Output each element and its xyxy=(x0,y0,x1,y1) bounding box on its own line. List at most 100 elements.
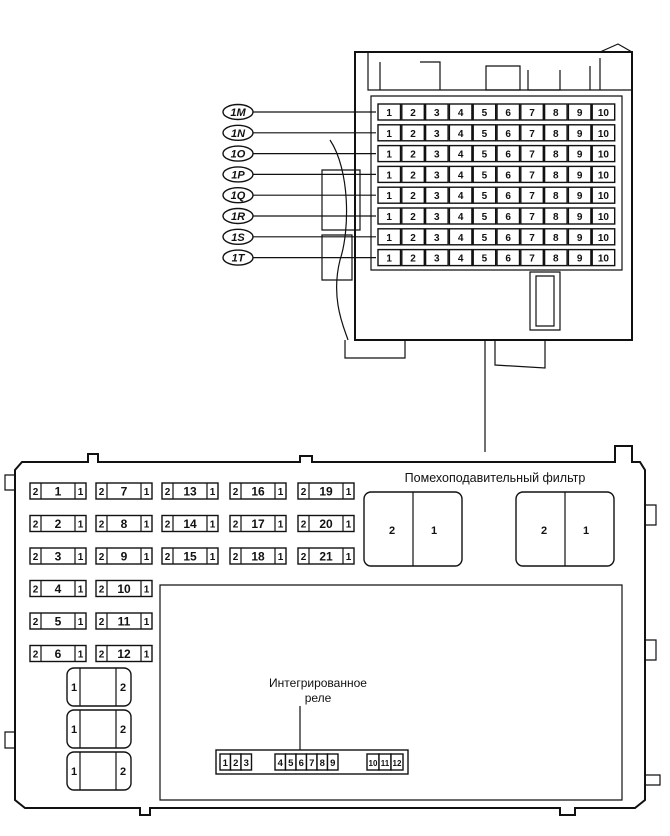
connector-pin-number: 10 xyxy=(598,254,610,265)
fuse-number: 3 xyxy=(55,550,62,564)
fuse-pin-right: 1 xyxy=(144,520,150,531)
fuse-body xyxy=(95,579,153,598)
fuse-body xyxy=(229,482,287,500)
fuse-body xyxy=(95,612,153,630)
filter-label: Помехоподавительный фильтр xyxy=(405,471,586,485)
connector-pin-number: 1 xyxy=(386,170,392,181)
connector-pin xyxy=(448,207,473,225)
connector-pin xyxy=(591,144,616,163)
relay-connector-pin xyxy=(240,753,253,771)
relay-connector-pin-number: 11 xyxy=(381,759,390,768)
connector-pin xyxy=(472,228,497,246)
fuse-pin-left: 2 xyxy=(165,552,171,563)
fuse-pin-right: 1 xyxy=(78,520,84,531)
connector-pin-number: 4 xyxy=(458,129,464,140)
connector-pin xyxy=(496,124,521,142)
relay-connector-pin-number: 7 xyxy=(309,758,314,769)
connector-label: 1Q xyxy=(231,190,246,202)
connector-pin-number: 8 xyxy=(553,108,559,119)
connector-pin xyxy=(377,165,402,184)
relay-connector-pin-number: 8 xyxy=(320,758,325,769)
relay-pin-right: 2 xyxy=(120,724,126,736)
connector-pin xyxy=(496,228,521,246)
connector-pin xyxy=(496,144,521,163)
connector-pin-number: 7 xyxy=(529,170,535,181)
connector-pin-number: 8 xyxy=(553,129,559,140)
fuse-body xyxy=(95,644,153,663)
relay-pin-right: 2 xyxy=(120,682,126,694)
connector-pin xyxy=(496,186,521,204)
connector-pin xyxy=(448,144,473,163)
fuse-body xyxy=(229,547,287,565)
connector-pin xyxy=(567,186,592,204)
connector-pin-number: 10 xyxy=(598,233,610,244)
connector-pin xyxy=(401,207,425,225)
fuse-body xyxy=(297,547,355,565)
relay-connector-pin-number: 9 xyxy=(330,758,335,769)
connector-pin xyxy=(520,165,544,184)
connector-pin xyxy=(472,248,497,267)
connector-pin xyxy=(520,186,544,204)
filter-pin: 1 xyxy=(583,525,589,537)
relay-connector-pin-number: 2 xyxy=(233,758,238,769)
connector-pin-number: 4 xyxy=(458,233,464,244)
connector-pin xyxy=(448,103,473,121)
relay-pin-left: 1 xyxy=(71,682,77,694)
fuse-pin-right: 1 xyxy=(78,552,84,563)
connector-pin xyxy=(520,124,544,142)
fuse-number: 16 xyxy=(251,485,265,499)
connector-pin-number: 8 xyxy=(553,254,559,265)
fuse-pin-right: 1 xyxy=(346,552,352,563)
connector-pin xyxy=(496,248,521,267)
connector-pin-number: 5 xyxy=(482,212,488,223)
relay-connector-pin-number: 5 xyxy=(288,758,294,769)
fuse-pin-left: 2 xyxy=(99,617,105,628)
fuse-pin-left: 2 xyxy=(99,650,105,661)
connector-pin-number: 1 xyxy=(386,150,392,161)
connector-pin-number: 6 xyxy=(505,170,511,181)
fuse-number: 15 xyxy=(183,550,197,564)
connector-pin-number: 6 xyxy=(505,129,511,140)
connector-pin-number: 8 xyxy=(553,170,559,181)
connector-pin xyxy=(424,248,449,267)
connector-pin-number: 9 xyxy=(577,233,583,244)
connector-pin xyxy=(377,103,402,121)
connector-pin-number: 5 xyxy=(482,170,488,181)
connector-pin xyxy=(448,228,473,246)
connector-pin-number: 7 xyxy=(529,129,535,140)
fuse-pin-left: 2 xyxy=(99,585,105,596)
connector-pin xyxy=(543,165,568,184)
relay-connector-pin xyxy=(326,753,339,771)
connector-pin xyxy=(567,165,592,184)
connector-pin-number: 3 xyxy=(434,170,440,181)
connector-pin xyxy=(472,207,497,225)
connector-pin xyxy=(472,124,497,142)
connector-pin-number: 4 xyxy=(458,150,464,161)
connector-pin xyxy=(472,186,497,204)
connector-pin xyxy=(567,124,592,142)
connector-pin xyxy=(591,248,616,267)
connector-pin-number: 2 xyxy=(410,170,416,181)
connector-pin xyxy=(424,165,449,184)
fuse-pin-right: 1 xyxy=(78,617,84,628)
connector-pin xyxy=(448,124,473,142)
connector-pin xyxy=(543,144,568,163)
connector-pin xyxy=(377,248,402,267)
connector-pin xyxy=(496,103,521,121)
connector-pin-number: 2 xyxy=(410,254,416,265)
connector-pin-number: 6 xyxy=(505,233,511,244)
connector-pin-number: 1 xyxy=(386,108,392,119)
connector-pin xyxy=(401,165,425,184)
connector-pin-number: 7 xyxy=(529,254,535,265)
connector-pin xyxy=(424,207,449,225)
